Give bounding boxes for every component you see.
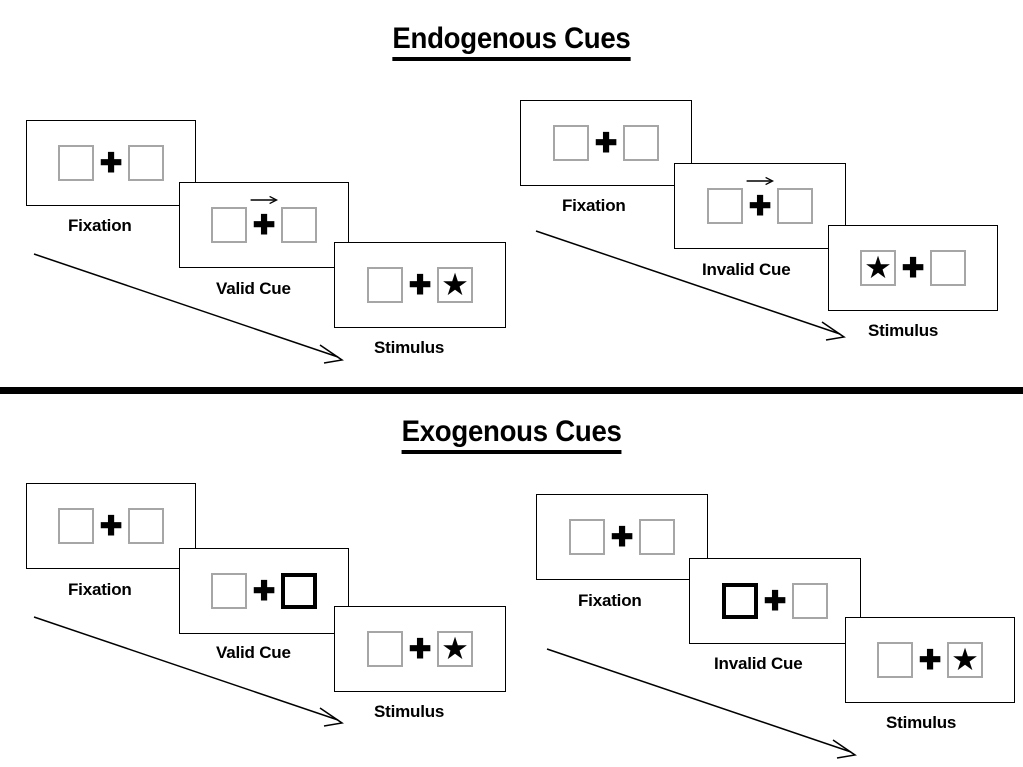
- stimulus-star-icon: ★: [951, 641, 979, 677]
- right-box: [128, 145, 164, 181]
- right-box: [639, 519, 675, 555]
- panel-endo-invalid-stimulus: ★ ✚: [828, 225, 998, 311]
- panel-endo-invalid-fixation: ✚: [520, 100, 692, 186]
- panel-exo-valid-cue: ✚: [179, 548, 349, 634]
- fixation-cross-icon: ✚: [99, 510, 123, 541]
- caption-endo-invalid-fixation: Fixation: [562, 196, 626, 215]
- fixation-cross-icon: ✚: [918, 644, 942, 675]
- right-box: [281, 207, 317, 243]
- caption-endo-valid-cue: Valid Cue: [216, 279, 291, 298]
- section-title-endogenous: Endogenous Cues: [0, 22, 1023, 61]
- right-box: ★: [437, 267, 473, 303]
- panel-exo-invalid-cue: ✚: [689, 558, 861, 644]
- caption-exo-invalid-stimulus: Stimulus: [886, 713, 957, 732]
- time-arrow-exogenous-invalid: [546, 648, 857, 759]
- caption-endo-valid-stimulus: Stimulus: [374, 338, 445, 357]
- fixation-cross-icon: ✚: [594, 127, 618, 158]
- panel-exo-invalid-stimulus: ✚ ★: [845, 617, 1015, 703]
- arrow-right-cue-icon: [746, 176, 775, 185]
- caption-exo-valid-cue: Valid Cue: [216, 643, 291, 662]
- section-title-endogenous-text: Endogenous Cues: [392, 22, 631, 61]
- left-box: [707, 188, 743, 224]
- left-box: [877, 642, 913, 678]
- caption-endo-invalid-stimulus: Stimulus: [868, 321, 939, 340]
- fixation-cross-icon: ✚: [610, 521, 634, 552]
- left-box: [211, 207, 247, 243]
- right-box: [930, 250, 966, 286]
- right-box: [623, 125, 659, 161]
- panel-exo-valid-fixation: ✚: [26, 483, 196, 569]
- caption-exo-invalid-fixation: Fixation: [578, 591, 642, 610]
- caption-exo-valid-fixation: Fixation: [68, 580, 132, 599]
- panel-endo-valid-stimulus: ✚ ★: [334, 242, 506, 328]
- left-box: [58, 145, 94, 181]
- right-box: ★: [947, 642, 983, 678]
- right-box: [128, 508, 164, 544]
- left-box: ★: [860, 250, 896, 286]
- fixation-cross-icon: ✚: [408, 633, 432, 664]
- caption-exo-valid-stimulus: Stimulus: [374, 702, 445, 721]
- caption-exo-invalid-cue: Invalid Cue: [714, 654, 803, 673]
- panel-endo-valid-fixation: ✚: [26, 120, 196, 206]
- panel-endo-valid-cue: ✚: [179, 182, 349, 268]
- left-box: [553, 125, 589, 161]
- left-box: [211, 573, 247, 609]
- left-box: [367, 631, 403, 667]
- right-box: [792, 583, 828, 619]
- section-title-exogenous: Exogenous Cues: [0, 415, 1023, 454]
- fixation-cross-icon: ✚: [252, 575, 276, 606]
- right-box: ★: [437, 631, 473, 667]
- left-box: [569, 519, 605, 555]
- section-title-exogenous-text: Exogenous Cues: [401, 415, 622, 454]
- section-divider: [0, 387, 1023, 394]
- caption-endo-invalid-cue: Invalid Cue: [702, 260, 791, 279]
- right-box-cued: [281, 573, 317, 609]
- panel-endo-invalid-cue: ✚: [674, 163, 846, 249]
- left-box: [58, 508, 94, 544]
- stimulus-star-icon: ★: [441, 630, 469, 666]
- stimulus-star-icon: ★: [864, 249, 892, 285]
- panel-exo-invalid-fixation: ✚: [536, 494, 708, 580]
- stimulus-star-icon: ★: [441, 266, 469, 302]
- fixation-cross-icon: ✚: [743, 176, 777, 220]
- arrow-right-cue-icon: [250, 195, 279, 204]
- fixation-cross-icon: ✚: [763, 585, 787, 616]
- panel-exo-valid-stimulus: ✚ ★: [334, 606, 506, 692]
- fixation-cross-icon: ✚: [901, 252, 925, 283]
- fixation-cross-icon: ✚: [99, 147, 123, 178]
- caption-endo-valid-fixation: Fixation: [68, 216, 132, 235]
- left-box-cued: [722, 583, 758, 619]
- right-box: [777, 188, 813, 224]
- fixation-cross-icon: ✚: [247, 195, 281, 239]
- fixation-cross-icon: ✚: [408, 269, 432, 300]
- left-box: [367, 267, 403, 303]
